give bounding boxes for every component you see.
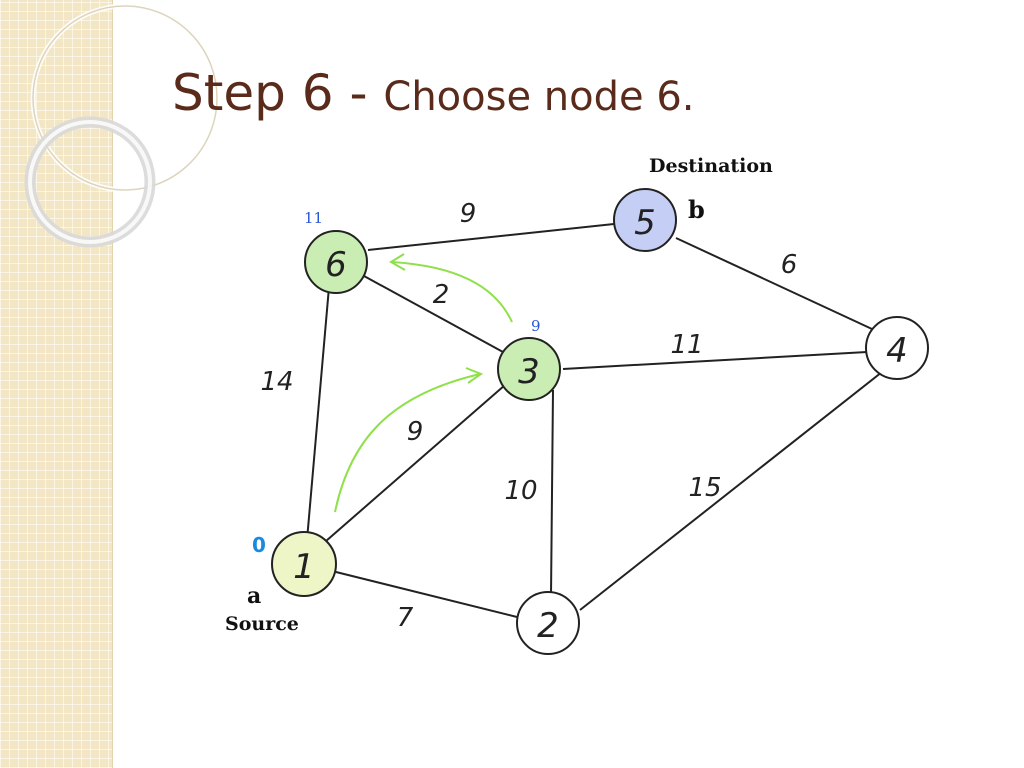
- edge-weight-5-6: 9: [460, 199, 477, 229]
- edge-weight-2-4: 15: [688, 473, 721, 503]
- edge-weight-4-5: 6: [781, 250, 798, 280]
- edge-1-3: [317, 384, 506, 549]
- node-2-label: 2: [537, 606, 559, 646]
- edge-weight-1-3: 9: [407, 417, 424, 447]
- edge-weight-3-4: 11: [670, 330, 703, 360]
- source-label: Source: [225, 613, 299, 635]
- edge-weight-2-3: 10: [504, 476, 537, 506]
- node-6: 6: [304, 230, 368, 294]
- edge-1-6: [306, 286, 330, 541]
- node-5: 5: [613, 188, 677, 252]
- node-4: 4: [865, 316, 929, 380]
- edge-3-6: [363, 275, 504, 353]
- distance-label-node-3: 9: [531, 317, 541, 335]
- source-letter: a: [247, 583, 261, 609]
- slide-title: Step 6 - Choose node 6.: [172, 64, 694, 122]
- edge-3-4: [562, 351, 868, 370]
- edge-1-2: [335, 571, 518, 618]
- edge-4-5: [675, 237, 873, 330]
- node-6-label: 6: [325, 245, 347, 285]
- edge-weight-1-2: 7: [397, 603, 414, 633]
- destination-letter: b: [688, 195, 705, 224]
- edge-2-4: [579, 371, 883, 611]
- path-arrow-3-to-6: [389, 253, 513, 323]
- distance-label-node-6: 11: [304, 209, 323, 227]
- node-2: 2: [516, 591, 580, 655]
- destination-label: Destination: [649, 155, 773, 177]
- edge-5-6: [367, 223, 615, 251]
- node-3: 3: [497, 337, 561, 401]
- title-step: Step 6 -: [172, 64, 384, 122]
- decorative-rings: [24, 3, 220, 248]
- node-3-label: 3: [518, 352, 540, 392]
- node-1-label: 1: [293, 547, 315, 587]
- node-4-label: 4: [886, 331, 908, 371]
- edge-weight-1-6: 14: [260, 367, 293, 397]
- node-1: 1: [271, 531, 337, 597]
- distance-label-node-1: 0: [252, 533, 266, 557]
- edge-weight-3-6: 2: [433, 280, 450, 310]
- path-arrow-1-to-3: [334, 367, 484, 513]
- edge-2-3: [550, 389, 554, 597]
- title-description: Choose node 6.: [383, 74, 695, 120]
- node-5-label: 5: [634, 203, 656, 243]
